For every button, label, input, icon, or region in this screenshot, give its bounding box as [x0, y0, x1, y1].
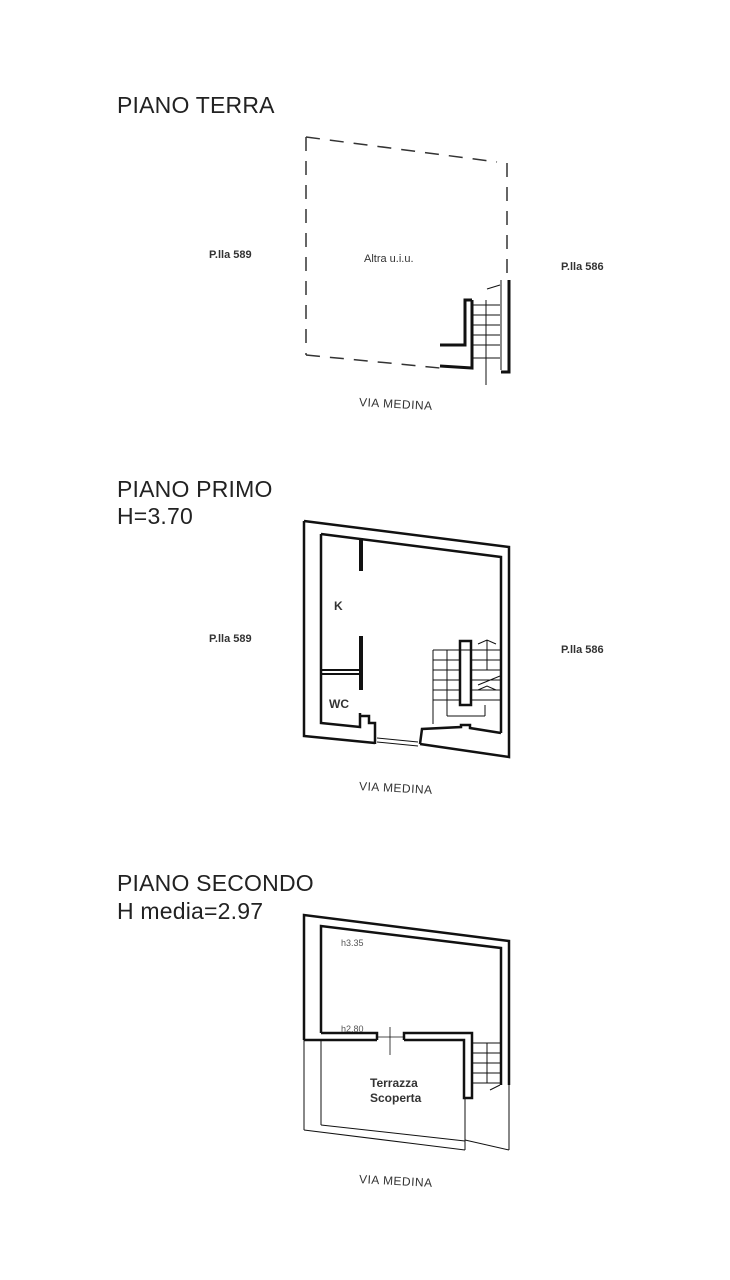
parcel-label-left: P.lla 589: [209, 633, 252, 645]
parcel-label-right: P.lla 586: [561, 644, 604, 656]
room-label-terrace-1: Terrazza: [370, 1076, 418, 1090]
room-label-wc: WC: [329, 697, 349, 711]
second-floor-walls: [302, 913, 511, 1151]
height-mark-low: h2.80: [341, 1024, 364, 1034]
floor-title-first: PIANO PRIMO: [117, 476, 273, 502]
height-mark-high: h3.35: [341, 938, 364, 948]
room-label-other-unit: Altra u.i.u.: [364, 253, 414, 265]
ground-floor-outline: [305, 136, 508, 369]
room-label-terrace-2: Scoperta: [370, 1091, 422, 1105]
parcel-label-left: P.lla 589: [209, 249, 252, 261]
floor-title-second: PIANO SECONDO: [117, 870, 314, 896]
floor-height-first: H=3.70: [117, 503, 194, 529]
floor-title-ground: PIANO TERRA: [117, 92, 275, 118]
parcel-label-right: P.lla 586: [561, 261, 604, 273]
floor-height-second: H media=2.97: [117, 898, 264, 924]
room-label-kitchen: K: [334, 599, 343, 613]
first-floor-walls: [302, 519, 511, 759]
ground-floor-stair: [439, 280, 511, 385]
